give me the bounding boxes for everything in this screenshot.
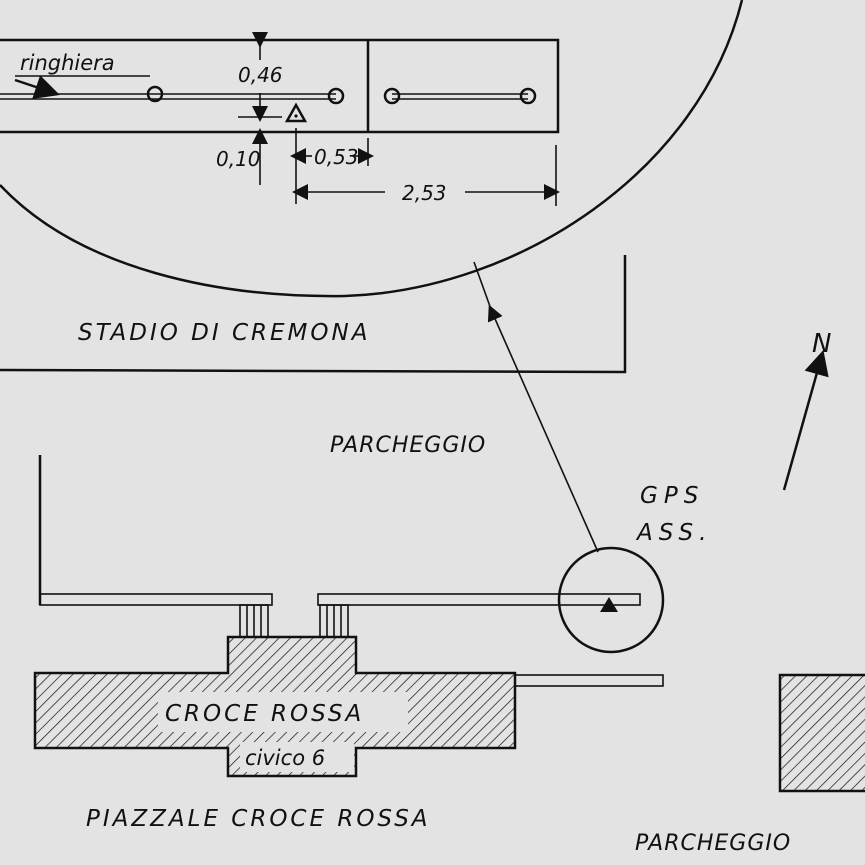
site-railings	[38, 455, 664, 687]
stadium-outline	[0, 255, 627, 374]
railing-detail	[0, 38, 560, 134]
gps-station-circle	[557, 546, 665, 654]
gps-label-line1: GPS	[640, 483, 704, 509]
croce-rossa-label: CROCE ROSSA	[165, 701, 364, 727]
civico-label: civico 6	[245, 746, 325, 770]
dim-046-label: 0,46	[238, 63, 283, 87]
detail-leader-arrow	[487, 304, 599, 553]
gps-label-line2: ASS.	[635, 520, 712, 546]
dim-053-label: 0,53	[314, 145, 359, 169]
railing-post-4	[519, 87, 537, 105]
parking-label-top: PARCHEGGIO	[330, 433, 486, 458]
railing-label: ringhiera	[20, 51, 115, 75]
railing-post-1	[146, 85, 164, 103]
detail-circle	[0, 0, 744, 298]
piazzale-label: PIAZZALE CROCE ROSSA	[86, 806, 431, 832]
dimensions	[238, 32, 560, 206]
north-arrow-icon	[782, 349, 829, 491]
dim-253-label: 2,53	[402, 181, 447, 205]
stadium-label: STADIO DI CREMONA	[78, 320, 370, 346]
dim-010-label: 0,10	[216, 147, 261, 171]
gps-station-triangle-icon	[600, 597, 618, 612]
railing-post-3	[383, 87, 401, 105]
north-label: N	[812, 329, 831, 359]
benchmark-triangle-icon	[284, 102, 308, 123]
railing-post-2	[327, 87, 345, 105]
adjacent-building	[778, 673, 865, 793]
parking-label-bottom: PARCHEGGIO	[635, 831, 791, 856]
